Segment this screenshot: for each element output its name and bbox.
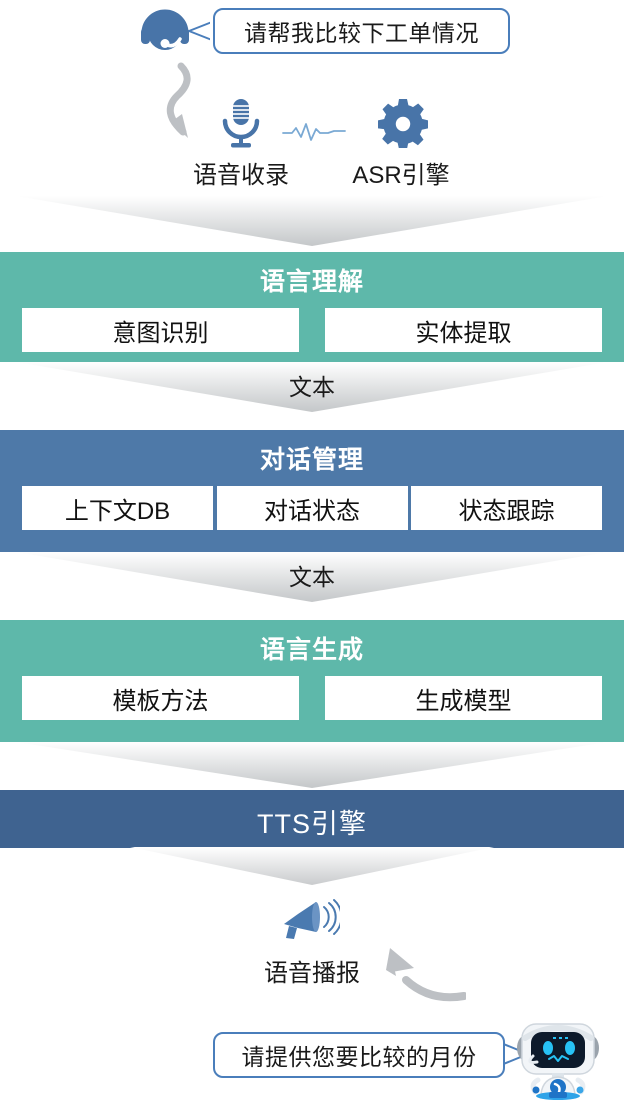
curved-arrow-down-icon: [166, 62, 191, 138]
user-speech-bubble-text: 请帮我比较下工单情况: [244, 20, 479, 46]
stage-nlu: 语言理解 意图识别 实体提取: [0, 252, 624, 362]
megaphone-icon: [284, 899, 340, 939]
connector-label-3: 文本: [289, 564, 335, 590]
connector-label-2: 文本: [289, 374, 335, 400]
stage-nlg-title: 语言生成: [259, 636, 364, 664]
robot-icon: [517, 1023, 599, 1100]
headset-icon: [141, 9, 189, 50]
stage-nlg: 语言生成 模板方法 生成模型: [0, 620, 624, 742]
stage-nlu-item-1[interactable]: 实体提取: [325, 308, 602, 352]
stage-dm-item-0[interactable]: 上下文DB: [22, 486, 213, 530]
voice-capture-label: 语音收录: [193, 162, 289, 189]
connector-arrow-2: 文本: [0, 362, 624, 418]
stage-dm-title: 对话管理: [259, 446, 364, 474]
connector-arrow-5: [0, 847, 624, 887]
stage-dm-item-1[interactable]: 对话状态: [216, 486, 408, 530]
connector-arrow-3: 文本: [0, 552, 624, 608]
gear-icon: [378, 99, 428, 148]
stage-dm: 对话管理 上下文DB 对话状态 状态跟踪: [0, 430, 624, 552]
asr-engine-label: ASR引擎: [352, 162, 450, 189]
microphone-icon: [222, 99, 260, 148]
bot-speech-bubble: 请提供您要比较的月份: [213, 1032, 505, 1078]
bot-speech-bubble-text: 请提供您要比较的月份: [241, 1044, 477, 1070]
stage-tts: TTS引擎: [0, 790, 624, 848]
curved-arrow-up-left-icon: [386, 948, 466, 1002]
stage-nlg-item-0[interactable]: 模板方法: [22, 676, 299, 720]
stage-nlu-item-0[interactable]: 意图识别: [22, 308, 299, 352]
connector-arrow-4: [0, 742, 624, 798]
waveform-icon: [282, 123, 346, 141]
connector-arrow-1: [0, 196, 624, 252]
voice-broadcast-label: 语音播报: [264, 960, 360, 987]
stage-nlu-title: 语言理解: [259, 268, 364, 296]
stage-nlg-item-1[interactable]: 生成模型: [325, 676, 602, 720]
user-speech-bubble: 请帮我比较下工单情况: [213, 8, 510, 54]
stage-tts-title: TTS引擎: [257, 809, 367, 839]
stage-dm-item-2[interactable]: 状态跟踪: [411, 486, 602, 530]
